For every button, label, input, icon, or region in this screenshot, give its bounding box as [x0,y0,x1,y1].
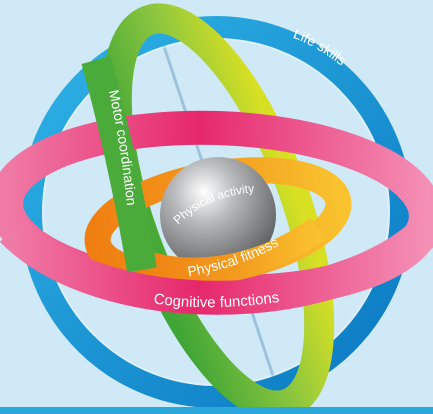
cognitive-functions-front-band [0,217,433,315]
cognitive-functions-label: Cognitive functions [153,289,280,311]
physical-activity-sphere [160,157,276,273]
life-skills-ring [20,16,412,408]
motor-coordination-front-band [81,56,157,273]
physical-fitness-front-band [135,217,326,284]
bottom-bar [0,407,433,414]
